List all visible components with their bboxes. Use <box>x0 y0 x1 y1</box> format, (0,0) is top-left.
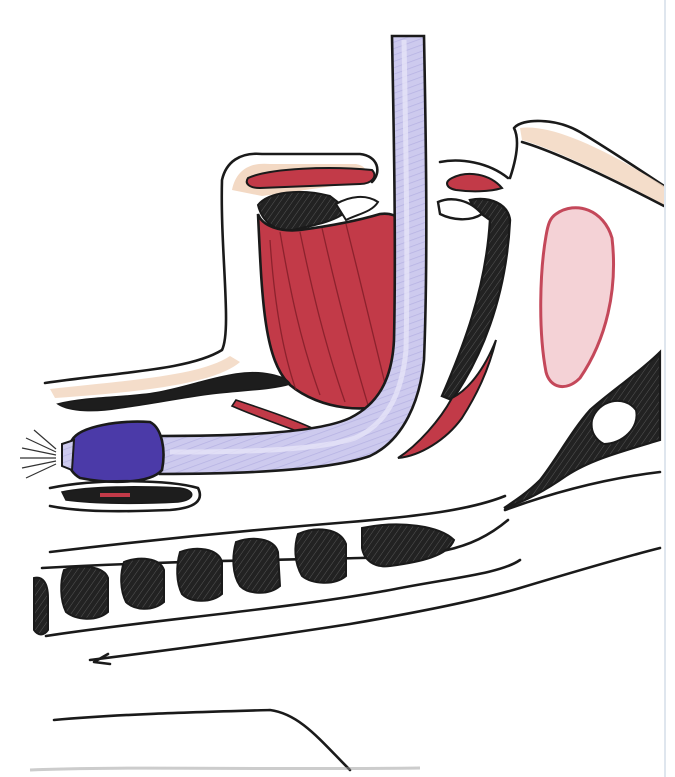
vocal-cord-lower-red <box>100 493 130 497</box>
sheet-edge <box>664 0 666 777</box>
vertebra-3 <box>121 559 164 609</box>
tube-cuff <box>67 422 163 482</box>
vertebra-2 <box>61 567 108 619</box>
vertebra-5 <box>233 539 280 593</box>
vertebra-1 <box>34 578 48 635</box>
vertebra-6 <box>295 529 346 582</box>
vertebra-4 <box>177 549 222 601</box>
tube-tip <box>62 440 74 470</box>
bottom-edge-smudge <box>30 768 420 770</box>
